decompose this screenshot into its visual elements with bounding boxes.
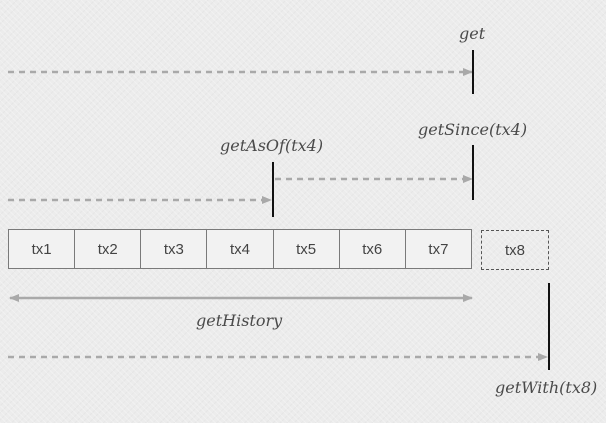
get-since-label: getSince(tx4) [418, 120, 528, 139]
transaction-log: tx1 tx2 tx3 tx4 tx5 tx6 tx7 [8, 229, 472, 269]
get-history-label: getHistory [196, 311, 283, 330]
tx-cell: tx1 [9, 230, 76, 268]
tx-cell: tx4 [207, 230, 274, 268]
tx-cell: tx3 [141, 230, 208, 268]
tx-cell: tx7 [428, 240, 449, 258]
tx-cell: tx6 [340, 230, 406, 268]
tx-cell: tx2 [75, 230, 142, 268]
tx-cell: tx5 [274, 230, 340, 268]
get-as-of-label: getAsOf(tx4) [220, 136, 324, 155]
future-tx-cell: tx8 [481, 230, 549, 270]
get-with-label: getWith(tx8) [495, 378, 598, 397]
get-label: get [459, 24, 486, 43]
